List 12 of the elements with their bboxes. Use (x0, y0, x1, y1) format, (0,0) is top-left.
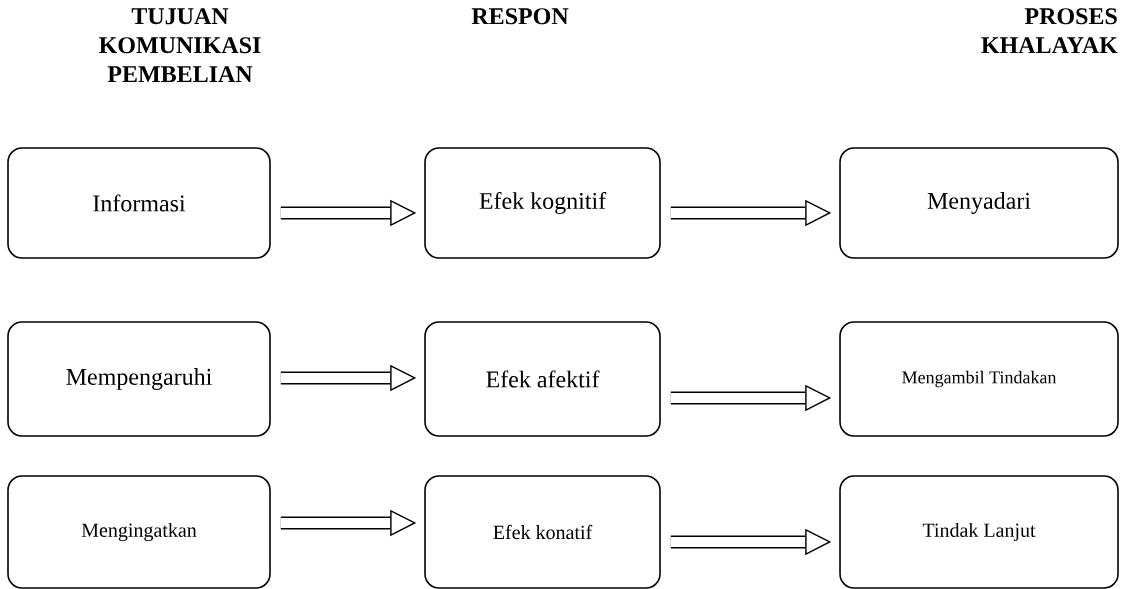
process-box: Mengingatkan (7, 475, 271, 589)
column-heading: TUJUAN KOMUNIKASI PEMBELIAN (99, 8, 261, 83)
column-heading: RESPON (471, 8, 569, 25)
process-box: Informasi (7, 147, 271, 259)
process-box: Efek kognitif (424, 147, 661, 259)
process-box: Mempengaruhi (7, 321, 271, 437)
process-box: Efek afektif (424, 321, 661, 437)
column-heading: PROSES KHALAYAK (981, 8, 1118, 54)
process-box: Mengambil Tindakan (839, 321, 1119, 437)
process-box: Efek konatif (424, 475, 661, 589)
process-box: Tindak Lanjut (839, 475, 1119, 589)
process-box: Menyadari (839, 147, 1119, 259)
